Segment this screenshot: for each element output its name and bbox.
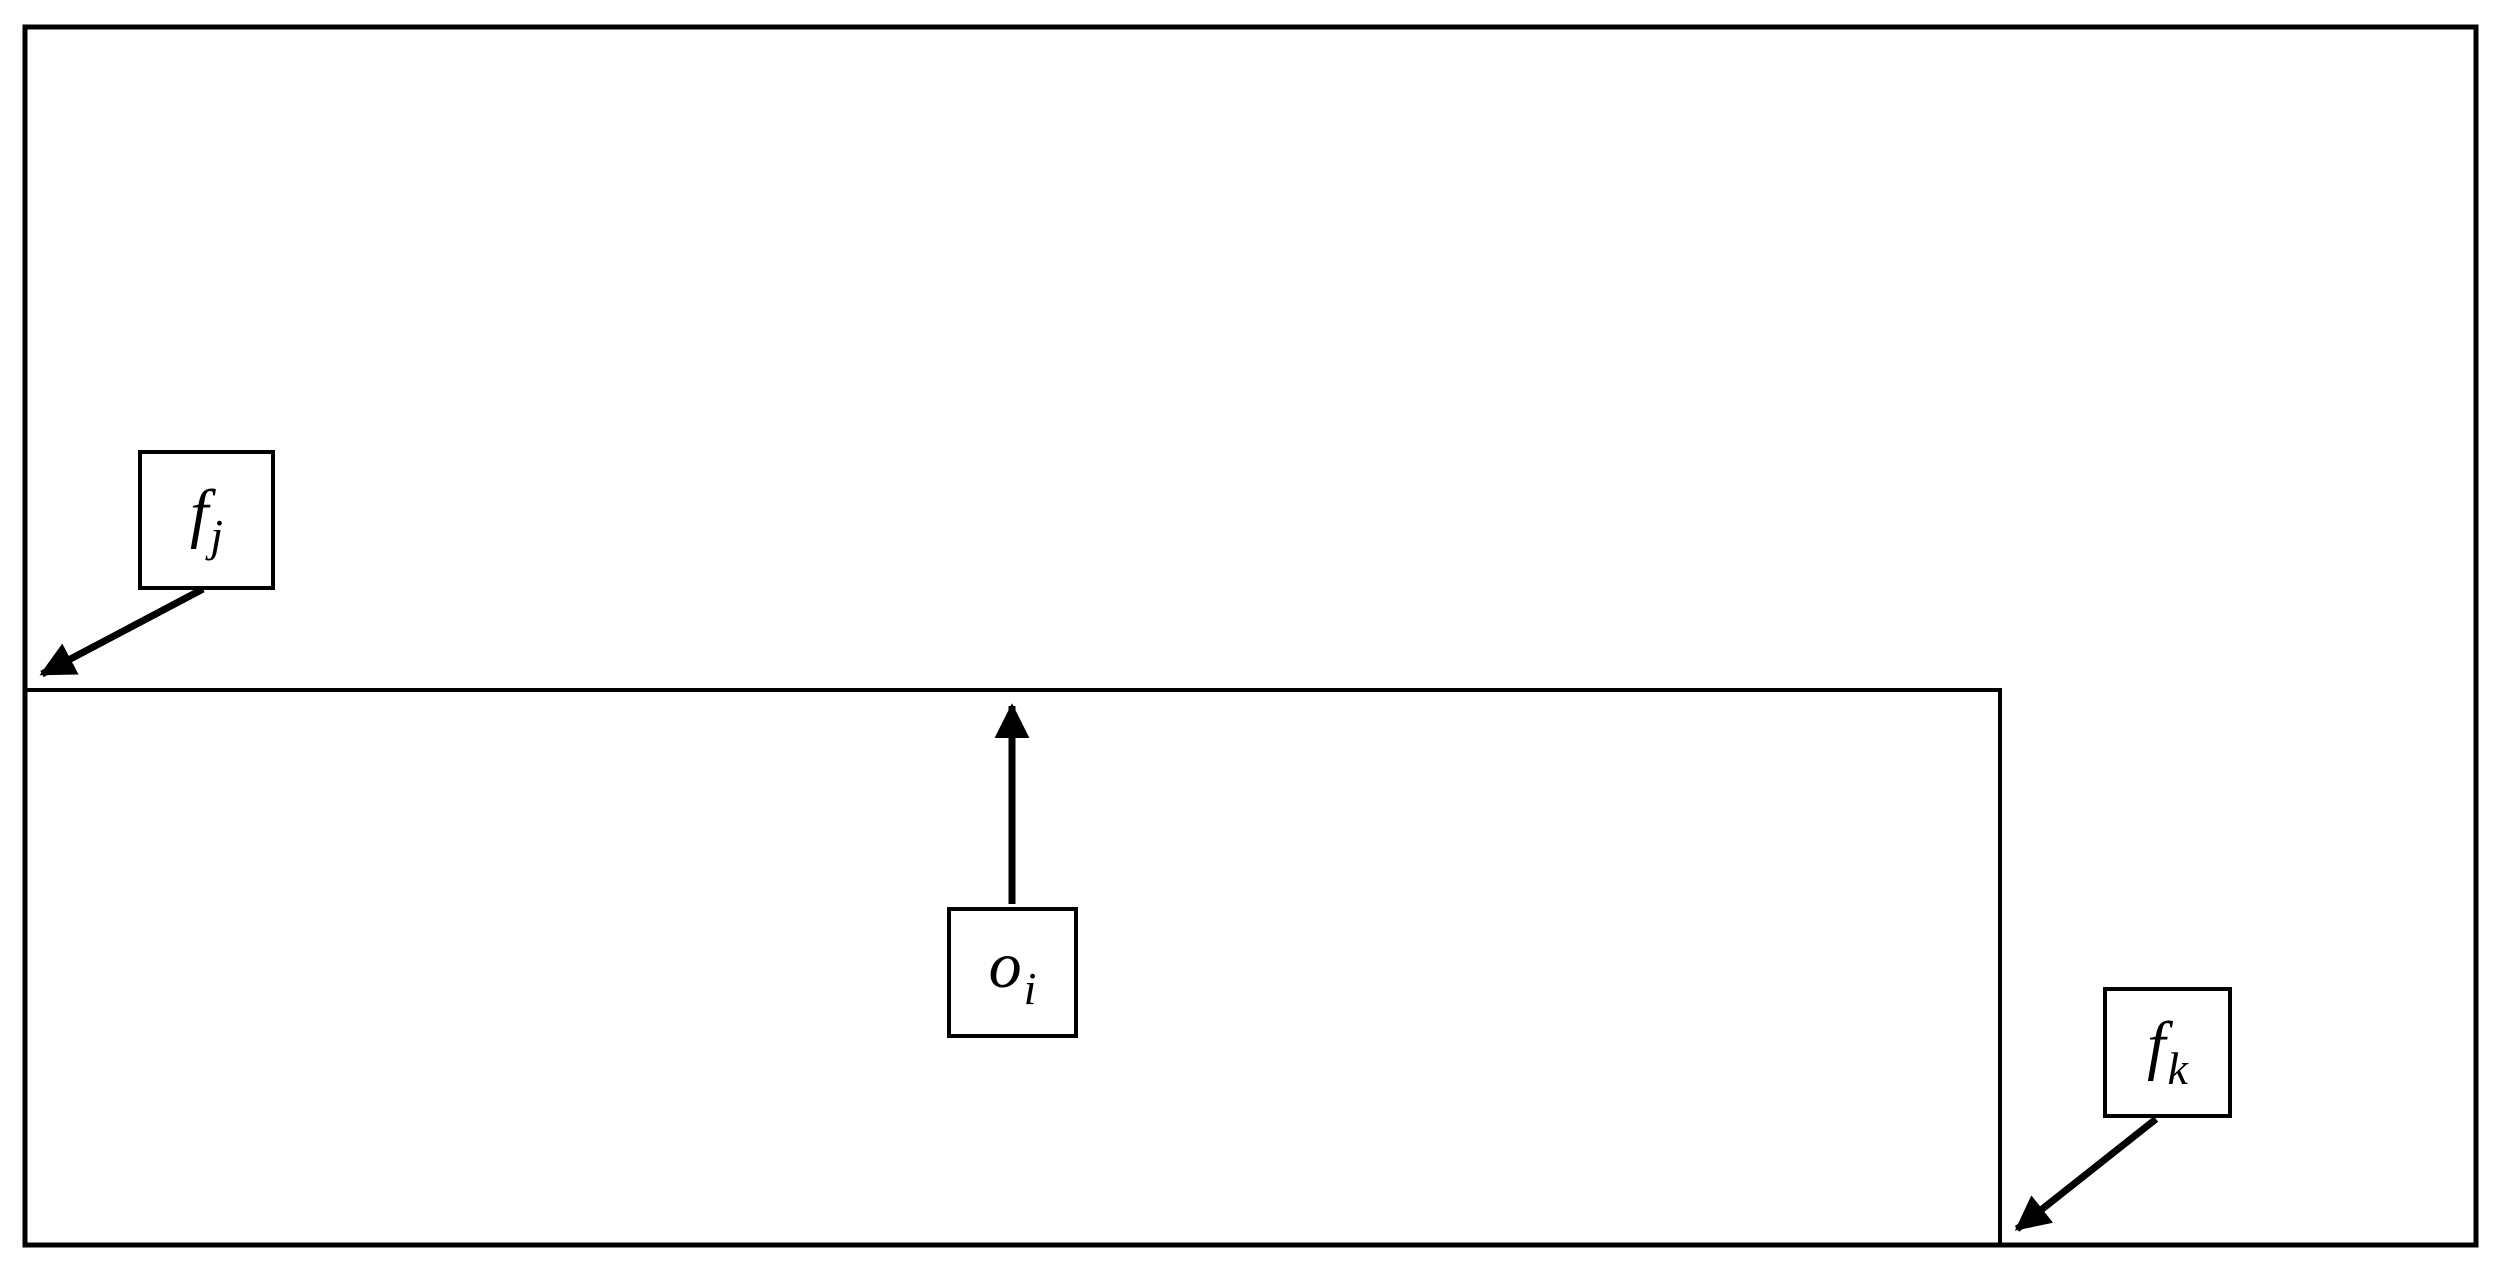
label-oi: oi — [989, 933, 1037, 1011]
label-fj-sub: j — [210, 510, 224, 562]
label-fj-main: f — [189, 476, 209, 550]
label-fk-sub: k — [2167, 1042, 2188, 1094]
label-box-fj: fj — [138, 450, 275, 590]
inner-region-boundary — [23, 688, 2002, 1246]
label-oi-sub: i — [1023, 962, 1037, 1014]
label-fk-main: f — [2147, 1009, 2166, 1083]
outer-rectangle — [22, 24, 2479, 1248]
label-box-fk: fk — [2103, 987, 2232, 1118]
label-fj: fj — [190, 480, 224, 562]
label-fk: fk — [2147, 1013, 2188, 1091]
arrow-fk-icon — [2014, 1116, 2159, 1232]
label-box-oi: oi — [947, 907, 1078, 1038]
label-oi-main: o — [988, 929, 1022, 1003]
arrow-fj-icon — [39, 585, 205, 678]
